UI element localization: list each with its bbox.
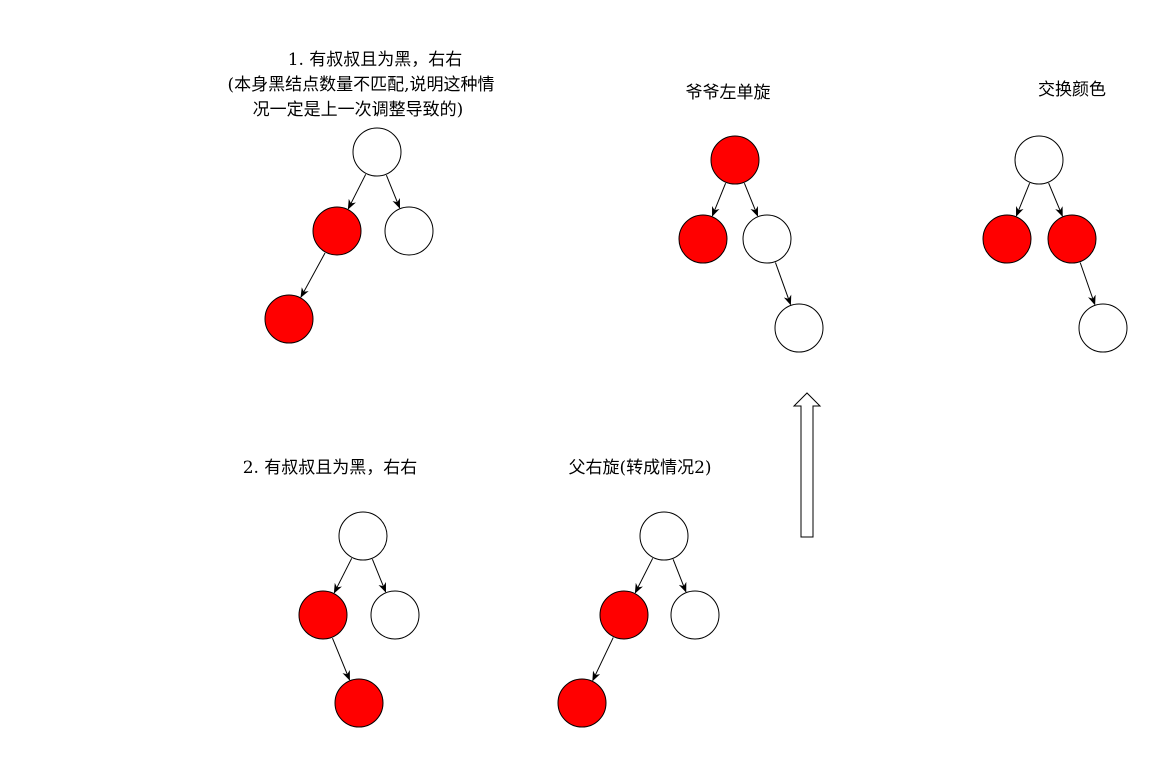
tree-node-case1-initial-u <box>384 206 434 256</box>
tree-edge-after-rotate-left-g-l <box>711 182 727 217</box>
tree-node-case1-initial-p <box>312 206 362 256</box>
tree-node-after-swap-colors-g <box>1014 135 1064 185</box>
tree-node-case1-initial-g <box>352 127 402 177</box>
tree-node-after-swap-colors-l <box>982 214 1032 264</box>
tree-node-case2-initial-c <box>334 678 384 728</box>
tree-edge-case1-initial-g-u <box>385 174 401 209</box>
tree-node-after-rotate-left-g <box>710 135 760 185</box>
case2-title: 2. 有叔叔且为黑，右右 <box>242 458 418 478</box>
case1-note-line2: 况一定是上一次调整导致的) <box>252 100 464 120</box>
case1-note-line1: (本身黑结点数量不匹配,说明这种情 <box>227 75 495 95</box>
tree-edge-after-parent-rotate-g-p <box>634 558 654 594</box>
tree-node-after-rotate-left-rr <box>774 303 824 353</box>
tree-edge-after-rotate-left-g-r <box>743 182 759 217</box>
tree-edge-after-parent-rotate-p-c <box>592 637 614 682</box>
tree-edge-case1-initial-g-p <box>347 174 367 210</box>
tree-edge-after-parent-rotate-g-u <box>672 559 687 593</box>
tree-edge-after-rotate-left-r-rr <box>774 262 792 306</box>
tree-edge-case2-initial-g-p <box>333 558 353 594</box>
tree-edge-after-swap-colors-r-rr <box>1079 262 1096 306</box>
case1-title: 1. 有叔叔且为黑，右右 <box>287 50 463 70</box>
tree-edge-case2-initial-g-u <box>371 558 387 593</box>
tree-node-after-rotate-left-l <box>678 214 728 264</box>
swap-colors-label: 交换颜色 <box>1038 80 1106 100</box>
tree-node-case2-initial-p <box>298 590 348 640</box>
tree-node-after-parent-rotate-p <box>599 590 649 640</box>
parent-rotate-label: 父右旋(转成情况2) <box>568 458 712 478</box>
flow-up-arrow-icon <box>792 392 822 538</box>
tree-node-after-parent-rotate-g <box>639 511 689 561</box>
tree-node-case2-initial-u <box>370 590 420 640</box>
nodes-layer <box>264 127 1128 728</box>
tree-node-after-parent-rotate-u <box>670 590 720 640</box>
tree-node-after-rotate-left-r <box>742 214 792 264</box>
tree-node-case2-initial-g <box>338 511 388 561</box>
tree-edge-case1-initial-p-c <box>300 252 326 298</box>
tree-node-after-parent-rotate-c <box>557 678 607 728</box>
tree-node-after-swap-colors-r <box>1047 214 1097 264</box>
tree-edge-case2-initial-p-c <box>332 637 350 681</box>
tree-edge-after-swap-colors-g-l <box>1015 182 1031 217</box>
tree-node-case1-initial-c <box>264 294 314 344</box>
tree-edge-after-swap-colors-g-r <box>1048 182 1063 217</box>
rotate-left-label: 爷爷左单旋 <box>685 83 771 103</box>
edges-layer <box>300 174 1096 682</box>
tree-node-after-swap-colors-rr <box>1078 303 1128 353</box>
